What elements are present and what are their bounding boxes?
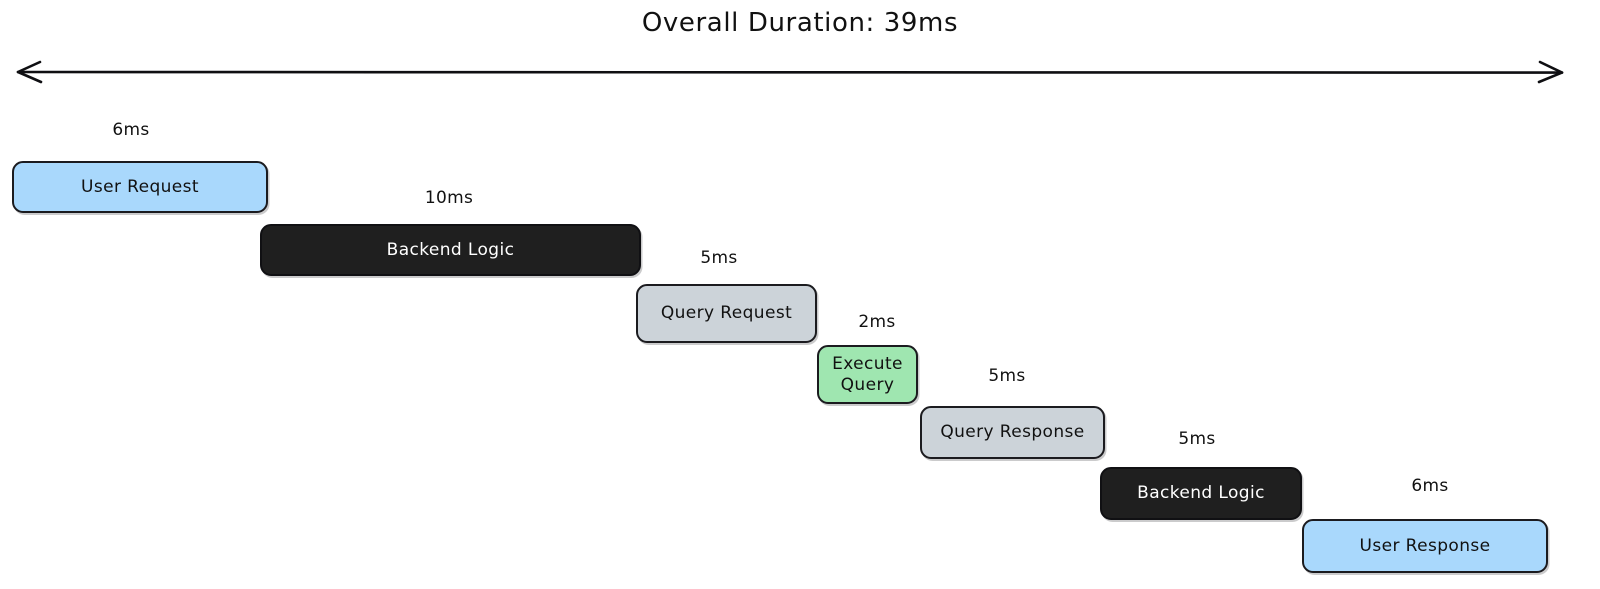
timeline-bar-user-request[interactable]: User Request bbox=[12, 161, 268, 213]
timeline-bar-backend-logic-2[interactable]: Backend Logic bbox=[1100, 467, 1302, 520]
duration-label-query-response: 5ms bbox=[988, 366, 1026, 386]
overall-duration-axis bbox=[10, 52, 1570, 92]
duration-label-backend-logic-1: 10ms bbox=[424, 188, 474, 208]
timeline-bar-label-user-response: User Response bbox=[1359, 535, 1491, 556]
duration-label-user-request: 6ms bbox=[112, 120, 150, 140]
timeline-bar-label-query-response: Query Response bbox=[940, 422, 1085, 443]
timeline-bar-label-backend-logic-1: Backend Logic bbox=[386, 239, 515, 260]
arrow-right-icon bbox=[1537, 60, 1564, 84]
timeline-bar-user-response[interactable]: User Response bbox=[1302, 519, 1548, 573]
timeline-bar-backend-logic-1[interactable]: Backend Logic bbox=[260, 224, 641, 276]
timeline-bar-query-request[interactable]: Query Request bbox=[636, 284, 817, 343]
timeline-bar-label-backend-logic-2: Backend Logic bbox=[1137, 483, 1265, 504]
timeline-bar-execute-query[interactable]: Execute Query bbox=[817, 345, 918, 404]
duration-label-query-request: 5ms bbox=[700, 248, 738, 268]
timeline-bar-label-query-request: Query Request bbox=[660, 303, 793, 324]
duration-label-execute-query: 2ms bbox=[858, 312, 896, 332]
timeline-bar-query-response[interactable]: Query Response bbox=[920, 406, 1105, 459]
timeline-bar-label-execute-query: Execute Query bbox=[832, 354, 903, 395]
duration-label-backend-logic-2: 5ms bbox=[1178, 429, 1216, 449]
timeline-bar-label-user-request: User Request bbox=[80, 176, 199, 197]
arrow-left-icon bbox=[16, 60, 43, 84]
page-title: Overall Duration: 39ms bbox=[641, 8, 959, 38]
duration-label-user-response: 6ms bbox=[1411, 476, 1449, 496]
